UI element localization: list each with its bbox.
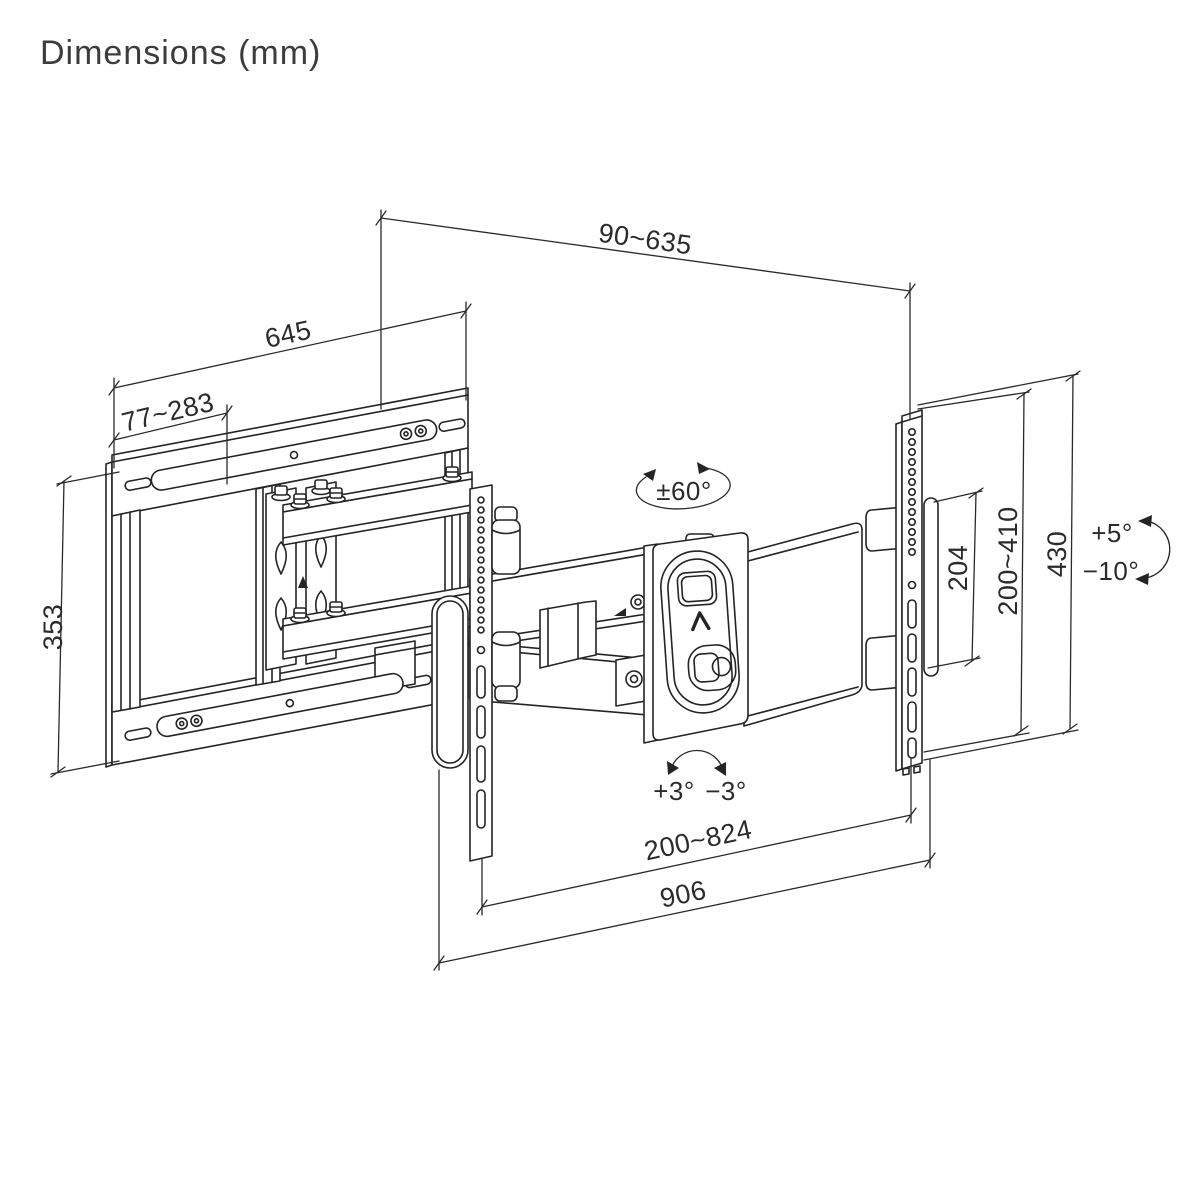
dim-extension-depth: 90~635 xyxy=(375,209,916,420)
hinge-column xyxy=(491,506,521,702)
tilt-arrow: +5° −10° xyxy=(1083,515,1171,586)
wall-plate xyxy=(105,387,473,768)
extension-beam xyxy=(743,506,905,727)
cover-latch xyxy=(687,644,737,692)
dim-bracket-height: 430 xyxy=(917,370,1081,761)
dim-adapter-height: 204 xyxy=(927,487,984,669)
cover-ring xyxy=(660,550,740,714)
page-title: Dimensions (mm) xyxy=(40,34,321,72)
rear-rail-holes xyxy=(907,427,917,759)
dim-label-bracket-height: 430 xyxy=(1042,531,1072,578)
level-adjust-arrow: +3° −3° xyxy=(653,749,747,806)
cover-window xyxy=(676,570,718,607)
front-rail-holes xyxy=(476,496,486,829)
dim-label-extension-depth: 90~635 xyxy=(597,218,694,261)
dim-label-vesa-horizontal: 200~824 xyxy=(641,814,754,866)
swivel-angle-label: ±60° xyxy=(656,476,712,506)
dim-label-wallplate-height: 353 xyxy=(38,604,68,651)
top-rail-strap xyxy=(150,419,438,491)
dim-label-wallplate-width: 645 xyxy=(262,315,314,354)
bottom-rail-strap xyxy=(156,672,404,738)
swivel-arrow: ±60° xyxy=(635,462,731,510)
dim-label-offset-range: 77~283 xyxy=(119,387,217,438)
tv-bracket-rear xyxy=(895,409,939,776)
vesa-adapter-strip xyxy=(923,497,939,677)
arm-latch-block xyxy=(539,600,626,669)
dim-label-vesa-vertical: 200~410 xyxy=(993,506,1023,615)
dim-wallplate-height: 353 xyxy=(38,471,120,778)
cover-plate xyxy=(643,532,749,744)
tilt-down-label: −10° xyxy=(1083,556,1140,586)
up-arrow-marker xyxy=(298,576,308,588)
tilt-up-label: +5° xyxy=(1091,518,1133,548)
tv-bracket-front xyxy=(431,484,493,862)
upper-cross-bar xyxy=(282,466,473,546)
dim-vesa-vertical: 200~410 xyxy=(917,388,1032,753)
level-plus-label: +3° xyxy=(653,776,695,806)
level-minus-label: −3° xyxy=(705,776,747,806)
lower-cross-bar xyxy=(282,585,473,692)
cover-up-arrow-icon xyxy=(691,611,711,632)
angle-annotations: ±60° +5° −10° +3° −3° xyxy=(635,462,1171,806)
dim-label-adapter-height: 204 xyxy=(943,545,973,592)
